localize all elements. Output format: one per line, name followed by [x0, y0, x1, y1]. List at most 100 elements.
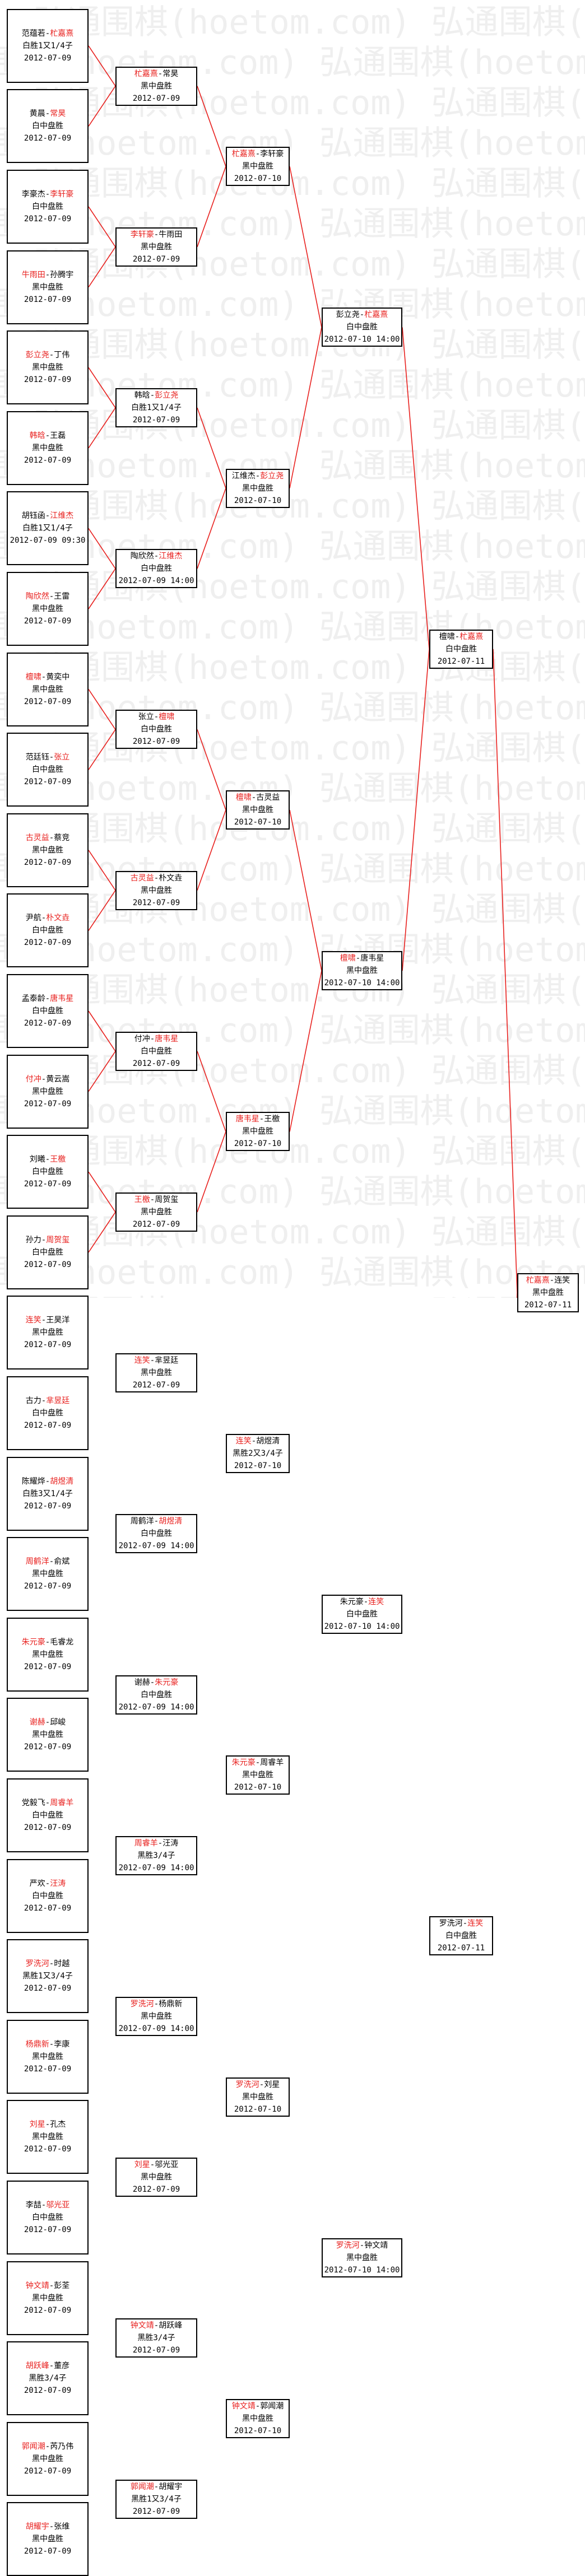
winner-name: 彭立尧	[25, 351, 49, 360]
player-name: 付冲	[134, 1034, 150, 1044]
bracket-connector	[88, 890, 116, 931]
player-name: 江维杰	[231, 471, 256, 481]
match-date: 2012-07-09	[24, 1662, 72, 1671]
match-result: 黑胜3/4子	[137, 2333, 175, 2343]
match-date: 2012-07-09	[24, 53, 72, 63]
match-players: 严欢-汪涛	[29, 1879, 66, 1888]
match-date: 2012-07-10	[234, 2426, 282, 2435]
match-result: 白中盘胜	[445, 644, 477, 654]
player-name: 彭立尧	[336, 310, 360, 320]
match-date: 2012-07-09	[24, 1582, 72, 1591]
winner-name: 罗洗河	[25, 1959, 49, 1969]
match-players: 谢赫-朱元豪	[134, 1678, 179, 1687]
match-players: 唐韦星-王檄	[235, 1115, 280, 1124]
match-players: 党毅飞-周睿羊	[21, 1799, 74, 1808]
match-players: 古力-芈昱廷	[25, 1396, 70, 1405]
winner-name: 连笑	[25, 1316, 41, 1325]
match-players: 牛雨田-孙腾宇	[21, 270, 74, 280]
match-players: 胡钰函-江维杰	[21, 511, 74, 521]
match-date: 2012-07-09	[24, 2466, 72, 2476]
bracket-connector	[289, 971, 322, 1132]
match-date: 2012-07-09	[132, 94, 180, 103]
match-box: 孟泰龄-唐韦星白中盘胜 2012-07-09	[7, 974, 89, 1048]
winner-name: 谢赫	[29, 1718, 45, 1727]
match-result: 黑胜1又3/4子	[22, 1972, 73, 1981]
match-result: 黑中盘胜	[242, 1127, 273, 1136]
match-players: 罗洗河-连笑	[439, 1919, 484, 1928]
match-result: 黑中盘胜	[32, 604, 63, 613]
bracket-connector	[197, 809, 226, 891]
match-players: 付冲-唐韦星	[134, 1034, 179, 1044]
match-date: 2012-07-09	[24, 134, 72, 143]
winner-name: 芈昱廷	[46, 1396, 70, 1405]
match-date: 2012-07-10	[234, 818, 282, 827]
match-date: 2012-07-09	[132, 1220, 180, 1229]
match-result: 白中盘胜	[141, 1529, 172, 1539]
match-players: 杨鼎新-李康	[25, 2039, 70, 2049]
match-date: 2012-07-10	[234, 2104, 282, 2114]
match-date: 2012-07-09	[24, 858, 72, 867]
bracket-connector	[88, 1010, 116, 1052]
match-result: 白中盘胜	[445, 1931, 477, 1941]
player-name: 罗洗河	[439, 1919, 463, 1928]
match-date: 2012-07-09 14:00	[118, 576, 194, 586]
player-name: 李喆	[25, 2201, 41, 2210]
player-name: 张维	[54, 2522, 70, 2532]
winner-name: 陶欣然	[25, 592, 49, 601]
winner-name: 罗洗河	[336, 2240, 360, 2250]
match-date: 2012-07-09	[24, 1019, 72, 1028]
match-players: 檀啸-古灵益	[235, 793, 280, 802]
match-players: 范蕴若-杧嘉熹	[21, 29, 74, 38]
match-result: 白中盘胜	[32, 765, 63, 775]
winner-name: 钟文靖	[25, 2281, 49, 2290]
match-date: 2012-07-09	[24, 697, 72, 706]
winner-name: 韩晗	[29, 431, 45, 440]
bracket-connector	[88, 1171, 116, 1213]
match-result: 白中盘胜	[32, 1007, 63, 1016]
winner-name: 连笑	[368, 1597, 384, 1606]
match-players: 连笑-胡煜清	[235, 1436, 280, 1446]
match-date: 2012-07-10 14:00	[324, 979, 400, 988]
winner-name: 王檄	[50, 1155, 66, 1164]
winner-name: 杧嘉熹	[231, 150, 256, 159]
player-name: 周贺玺	[155, 1195, 179, 1204]
player-name: 丁伟	[54, 351, 70, 360]
match-players: 罗洗河-钟文靖	[336, 2240, 388, 2250]
player-name: 李康	[54, 2039, 70, 2049]
match-date: 2012-07-09	[132, 416, 180, 425]
match-date: 2012-07-09	[24, 1180, 72, 1189]
match-date: 2012-07-10 14:00	[324, 1622, 400, 1631]
bracket-connector	[88, 246, 116, 288]
match-date: 2012-07-09	[132, 2185, 180, 2195]
match-players: 孟泰龄-唐韦星	[21, 994, 74, 1003]
match-players: 周睿羊-汪涛	[134, 1838, 179, 1848]
player-name: 芮乃伟	[50, 2442, 74, 2451]
winner-name: 唐韦星	[235, 1115, 259, 1124]
match-date: 2012-07-09	[24, 2225, 72, 2234]
match-players: 杧嘉熹-李轩豪	[231, 150, 284, 159]
match-result: 白中盘胜	[32, 1891, 63, 1900]
match-date: 2012-07-10	[234, 1139, 282, 1149]
match-result: 白中盘胜	[32, 1811, 63, 1820]
match-date: 2012-07-09	[132, 2507, 180, 2516]
match-result: 黑中盘胜	[532, 1288, 564, 1297]
match-result: 黑中盘胜	[32, 363, 63, 372]
match-result: 白中盘胜	[141, 1690, 172, 1699]
match-players: 李豪杰-李轩豪	[21, 190, 74, 199]
match-players: 范廷钰-张立	[25, 753, 70, 762]
winner-name: 杧嘉熹	[134, 69, 158, 78]
match-date: 2012-07-09	[24, 1340, 72, 1350]
winner-name: 杨鼎新	[25, 2039, 49, 2049]
match-result: 黑中盘胜	[32, 1730, 63, 1740]
player-name: 董彦	[54, 2361, 70, 2371]
match-date: 2012-07-09 14:00	[118, 2024, 194, 2033]
bracket-connector	[88, 206, 116, 248]
match-players: 朱元豪-周睿羊	[231, 1758, 284, 1768]
